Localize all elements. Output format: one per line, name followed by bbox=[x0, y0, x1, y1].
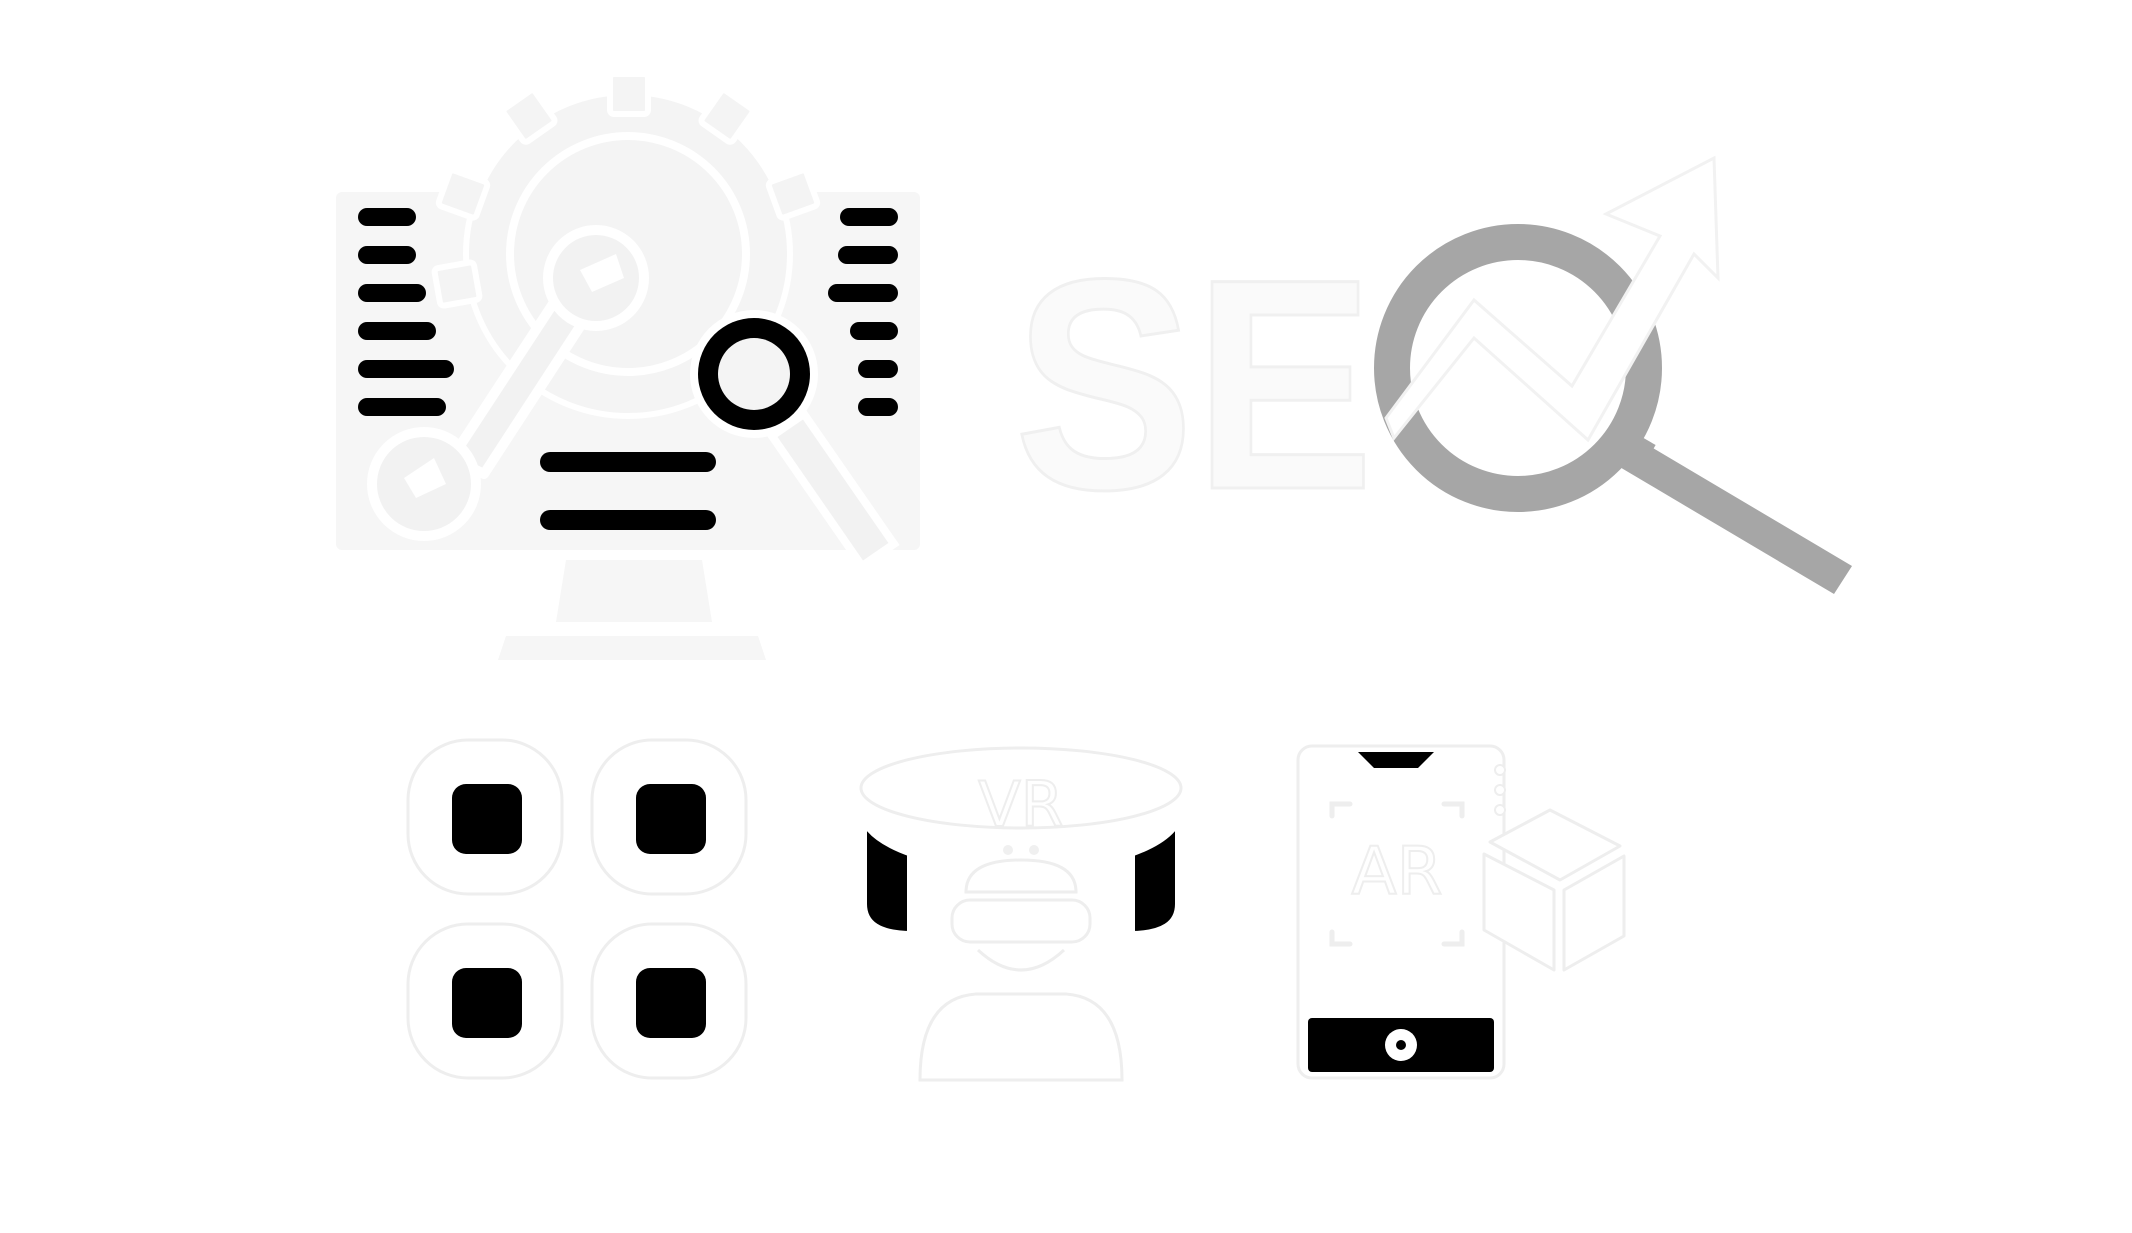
app-tile-2 bbox=[636, 784, 706, 854]
ar-graphic: AR bbox=[1296, 744, 1626, 1080]
vr-graphic: VR bbox=[857, 746, 1185, 1082]
left-code-lines bbox=[358, 208, 454, 416]
seo-word: SE bbox=[1014, 216, 1374, 552]
ar-phone-icon: AR bbox=[1294, 742, 1628, 1082]
app-tile-4 bbox=[636, 968, 706, 1038]
app-grid-icon bbox=[406, 738, 752, 1084]
app-grid-graphic bbox=[406, 738, 748, 1080]
web-development-icon bbox=[334, 71, 924, 660]
app-tile-1 bbox=[452, 784, 522, 854]
right-code-lines bbox=[828, 208, 898, 416]
vr-headset-icon: VR bbox=[856, 740, 1186, 1082]
seo-icon: SE bbox=[1013, 155, 1854, 594]
bottom-code-lines bbox=[540, 452, 716, 530]
vr-label: VR bbox=[978, 768, 1064, 841]
ar-label: AR bbox=[1351, 833, 1442, 910]
app-tile-3 bbox=[452, 968, 522, 1038]
seo-graphic: SE bbox=[1013, 155, 1852, 594]
web-development-graphic bbox=[336, 71, 920, 660]
